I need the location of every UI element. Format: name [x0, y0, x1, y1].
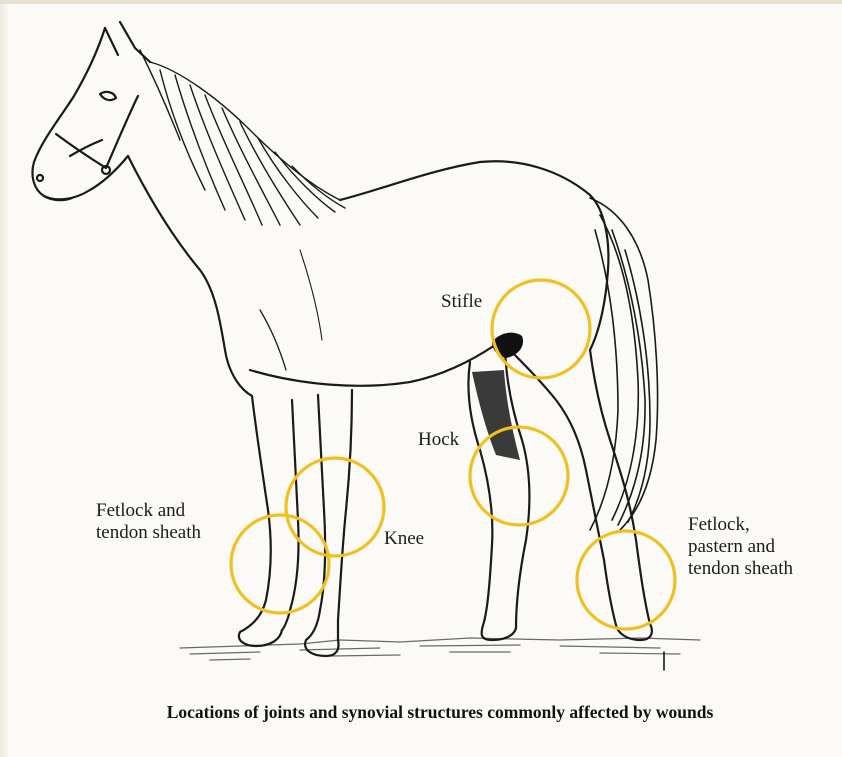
ground-shadow: [180, 638, 700, 660]
front-fetlock-label-line1: Fetlock and: [96, 500, 201, 522]
front-far-leg: [305, 390, 352, 656]
hind-fetlock-highlight-circle: [577, 531, 675, 629]
front-fetlock-highlight-circle: [231, 515, 329, 613]
hind-fetlock-label-line3: tendon sheath: [688, 558, 793, 580]
horse-body-outline: [128, 156, 608, 396]
hind-near-leg: [500, 340, 652, 640]
stifle-highlight-circle: [492, 280, 590, 378]
stifle-shadow: [492, 333, 523, 358]
front-fetlock-label: Fetlock and tendon sheath: [96, 500, 201, 544]
hind-fetlock-label-line1: Fetlock,: [688, 514, 793, 536]
horse-mane: [140, 50, 345, 225]
hock-highlight-circle: [470, 427, 568, 525]
hock-label: Hock: [418, 429, 459, 451]
knee-highlight-circle: [286, 458, 384, 556]
horse-head: [32, 22, 150, 200]
knee-label: Knee: [384, 528, 424, 550]
front-fetlock-label-line2: tendon sheath: [96, 522, 201, 544]
hind-fetlock-label-line2: pastern and: [688, 536, 793, 558]
hind-fetlock-label: Fetlock, pastern and tendon sheath: [688, 514, 793, 580]
figure-caption: Locations of joints and synovial structu…: [60, 702, 820, 723]
stifle-label: Stifle: [441, 291, 482, 313]
